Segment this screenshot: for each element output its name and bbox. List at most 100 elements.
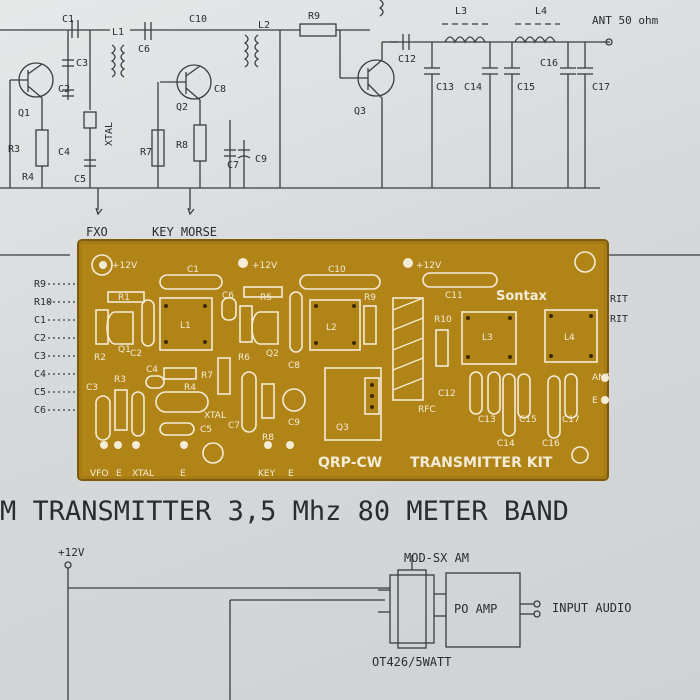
side-label: C2 <box>34 333 46 344</box>
label-q3: Q3 <box>354 106 366 117</box>
side-dotted-lines <box>48 283 80 411</box>
pcb-label: Q2 <box>266 349 279 359</box>
label-c2: C2 <box>58 84 70 95</box>
pcb-label: C10 <box>328 265 346 275</box>
bottom-schematic-labels: +12V MOD-SX AM PO AMP INPUT AUDIO OT426/… <box>58 546 631 669</box>
pcb-label: C16 <box>542 439 560 449</box>
pcb-brand: Sontax <box>496 289 548 304</box>
label-r4: R4 <box>22 172 34 183</box>
pcb-label: Q1 <box>118 345 131 355</box>
label-c8: C8 <box>214 84 226 95</box>
pcb-pin-label: E <box>116 469 122 479</box>
bottom-schematic-lines <box>64 555 541 700</box>
bottom-12v-label: +12V <box>58 546 85 559</box>
side-label: C3 <box>34 351 46 362</box>
pcb-pin-label: XTAL <box>132 469 154 479</box>
label-c5: C5 <box>74 174 86 185</box>
pcb-title-left: QRP-CW <box>318 455 382 471</box>
pcb-label: C11 <box>445 291 463 301</box>
label-q2: Q2 <box>176 102 188 113</box>
label-c9: C9 <box>255 154 267 165</box>
pcb-label: R2 <box>94 353 106 363</box>
side-label: C6 <box>34 405 46 416</box>
side-label: C4 <box>34 369 46 380</box>
label-c15: C15 <box>517 82 535 93</box>
label-c4: C4 <box>58 147 70 158</box>
side-label: C5 <box>34 387 46 398</box>
label-c3: C3 <box>76 58 88 69</box>
label-q1: Q1 <box>18 108 30 119</box>
pcb-pin-label: KEY <box>258 469 276 479</box>
label-c10: C10 <box>189 14 207 25</box>
fxo-label: FXO <box>86 225 108 239</box>
pcb-label: XTAL <box>204 411 226 421</box>
label-xtal: XTAL <box>104 122 115 146</box>
side-labels: R9 R10 C1 C2 C3 C4 C5 C6 RIT RIT <box>34 279 628 416</box>
pcb-pin-label: E <box>180 469 186 479</box>
label-c12: C12 <box>398 54 416 65</box>
side-label-right: RIT <box>610 294 628 305</box>
pcb-label: C8 <box>288 361 300 371</box>
pcb-label: C2 <box>130 349 142 359</box>
pcb-12v-right: +12V <box>416 261 442 271</box>
pcb-label-ant: ANT <box>592 373 611 383</box>
trafo-label: OT426/5WATT <box>372 655 451 669</box>
label-r7: R7 <box>140 147 152 158</box>
label-l1: L1 <box>112 27 124 38</box>
pcb-label: C6 <box>222 291 234 301</box>
top-schematic-labels: C1 C10 R9 L3 L4 L1 L2 C6 C2 C3 C8 C12 C1… <box>8 6 659 239</box>
label-c13: C13 <box>436 82 454 93</box>
label-r3: R3 <box>8 144 20 155</box>
label-c17: C17 <box>592 82 610 93</box>
pcb-label: RFC <box>418 405 436 415</box>
pcb-label: C12 <box>438 389 456 399</box>
pcb-label: L2 <box>326 323 337 333</box>
key-morse-label: KEY MORSE <box>152 225 217 239</box>
pcb-label: R3 <box>114 375 126 385</box>
pcb-label: R5 <box>260 293 272 303</box>
title-banner: M TRANSMITTER 3,5 Mhz 80 METER BAND <box>0 496 569 527</box>
pcb-pin-label: VFO <box>90 469 108 479</box>
pcb-12v-mid: +12V <box>252 261 278 271</box>
pcb-12v-left: +12V <box>112 261 138 271</box>
label-c1: C1 <box>62 14 74 25</box>
label-l2: L2 <box>258 20 270 31</box>
pcb-label: R4 <box>184 383 196 393</box>
label-c6: C6 <box>138 44 150 55</box>
side-label-right: RIT <box>610 314 628 325</box>
input-audio-label: INPUT AUDIO <box>552 601 631 615</box>
label-l4: L4 <box>535 6 547 17</box>
pcb-pin-label: E <box>288 469 294 479</box>
pcb-label: C3 <box>86 383 98 393</box>
pcb-label: C15 <box>519 415 537 425</box>
pcb-label: Q3 <box>336 423 349 433</box>
side-label: R9 <box>34 279 46 290</box>
mod-label: MOD-SX AM <box>404 551 469 565</box>
pcb-label: R1 <box>118 293 130 303</box>
side-label: R10 <box>34 297 52 308</box>
pcb-label-e: E <box>592 396 598 406</box>
amp-label: PO AMP <box>454 602 497 616</box>
pcb-label: R6 <box>238 353 250 363</box>
pcb-label: L4 <box>564 333 575 343</box>
pcb-label: C13 <box>478 415 496 425</box>
label-c16: C16 <box>540 58 558 69</box>
pcb-label: L1 <box>180 321 191 331</box>
pcb-label: C14 <box>497 439 515 449</box>
pcb-label: C5 <box>200 425 212 435</box>
label-c14: C14 <box>464 82 482 93</box>
pcb-label: R9 <box>364 293 376 303</box>
antenna-label: ANT 50 ohm <box>592 14 659 27</box>
side-label: C1 <box>34 315 46 326</box>
pcb-label: R8 <box>262 433 274 443</box>
label-l3: L3 <box>455 6 467 17</box>
pcb-title-right: TRANSMITTER KIT <box>410 455 553 471</box>
pcb-label: R10 <box>434 315 452 325</box>
label-c7: C7 <box>227 160 239 171</box>
pcb-label: C9 <box>288 418 300 428</box>
pcb-board <box>77 239 609 481</box>
pcb-pads <box>99 258 609 449</box>
pcb-label: C1 <box>187 265 199 275</box>
